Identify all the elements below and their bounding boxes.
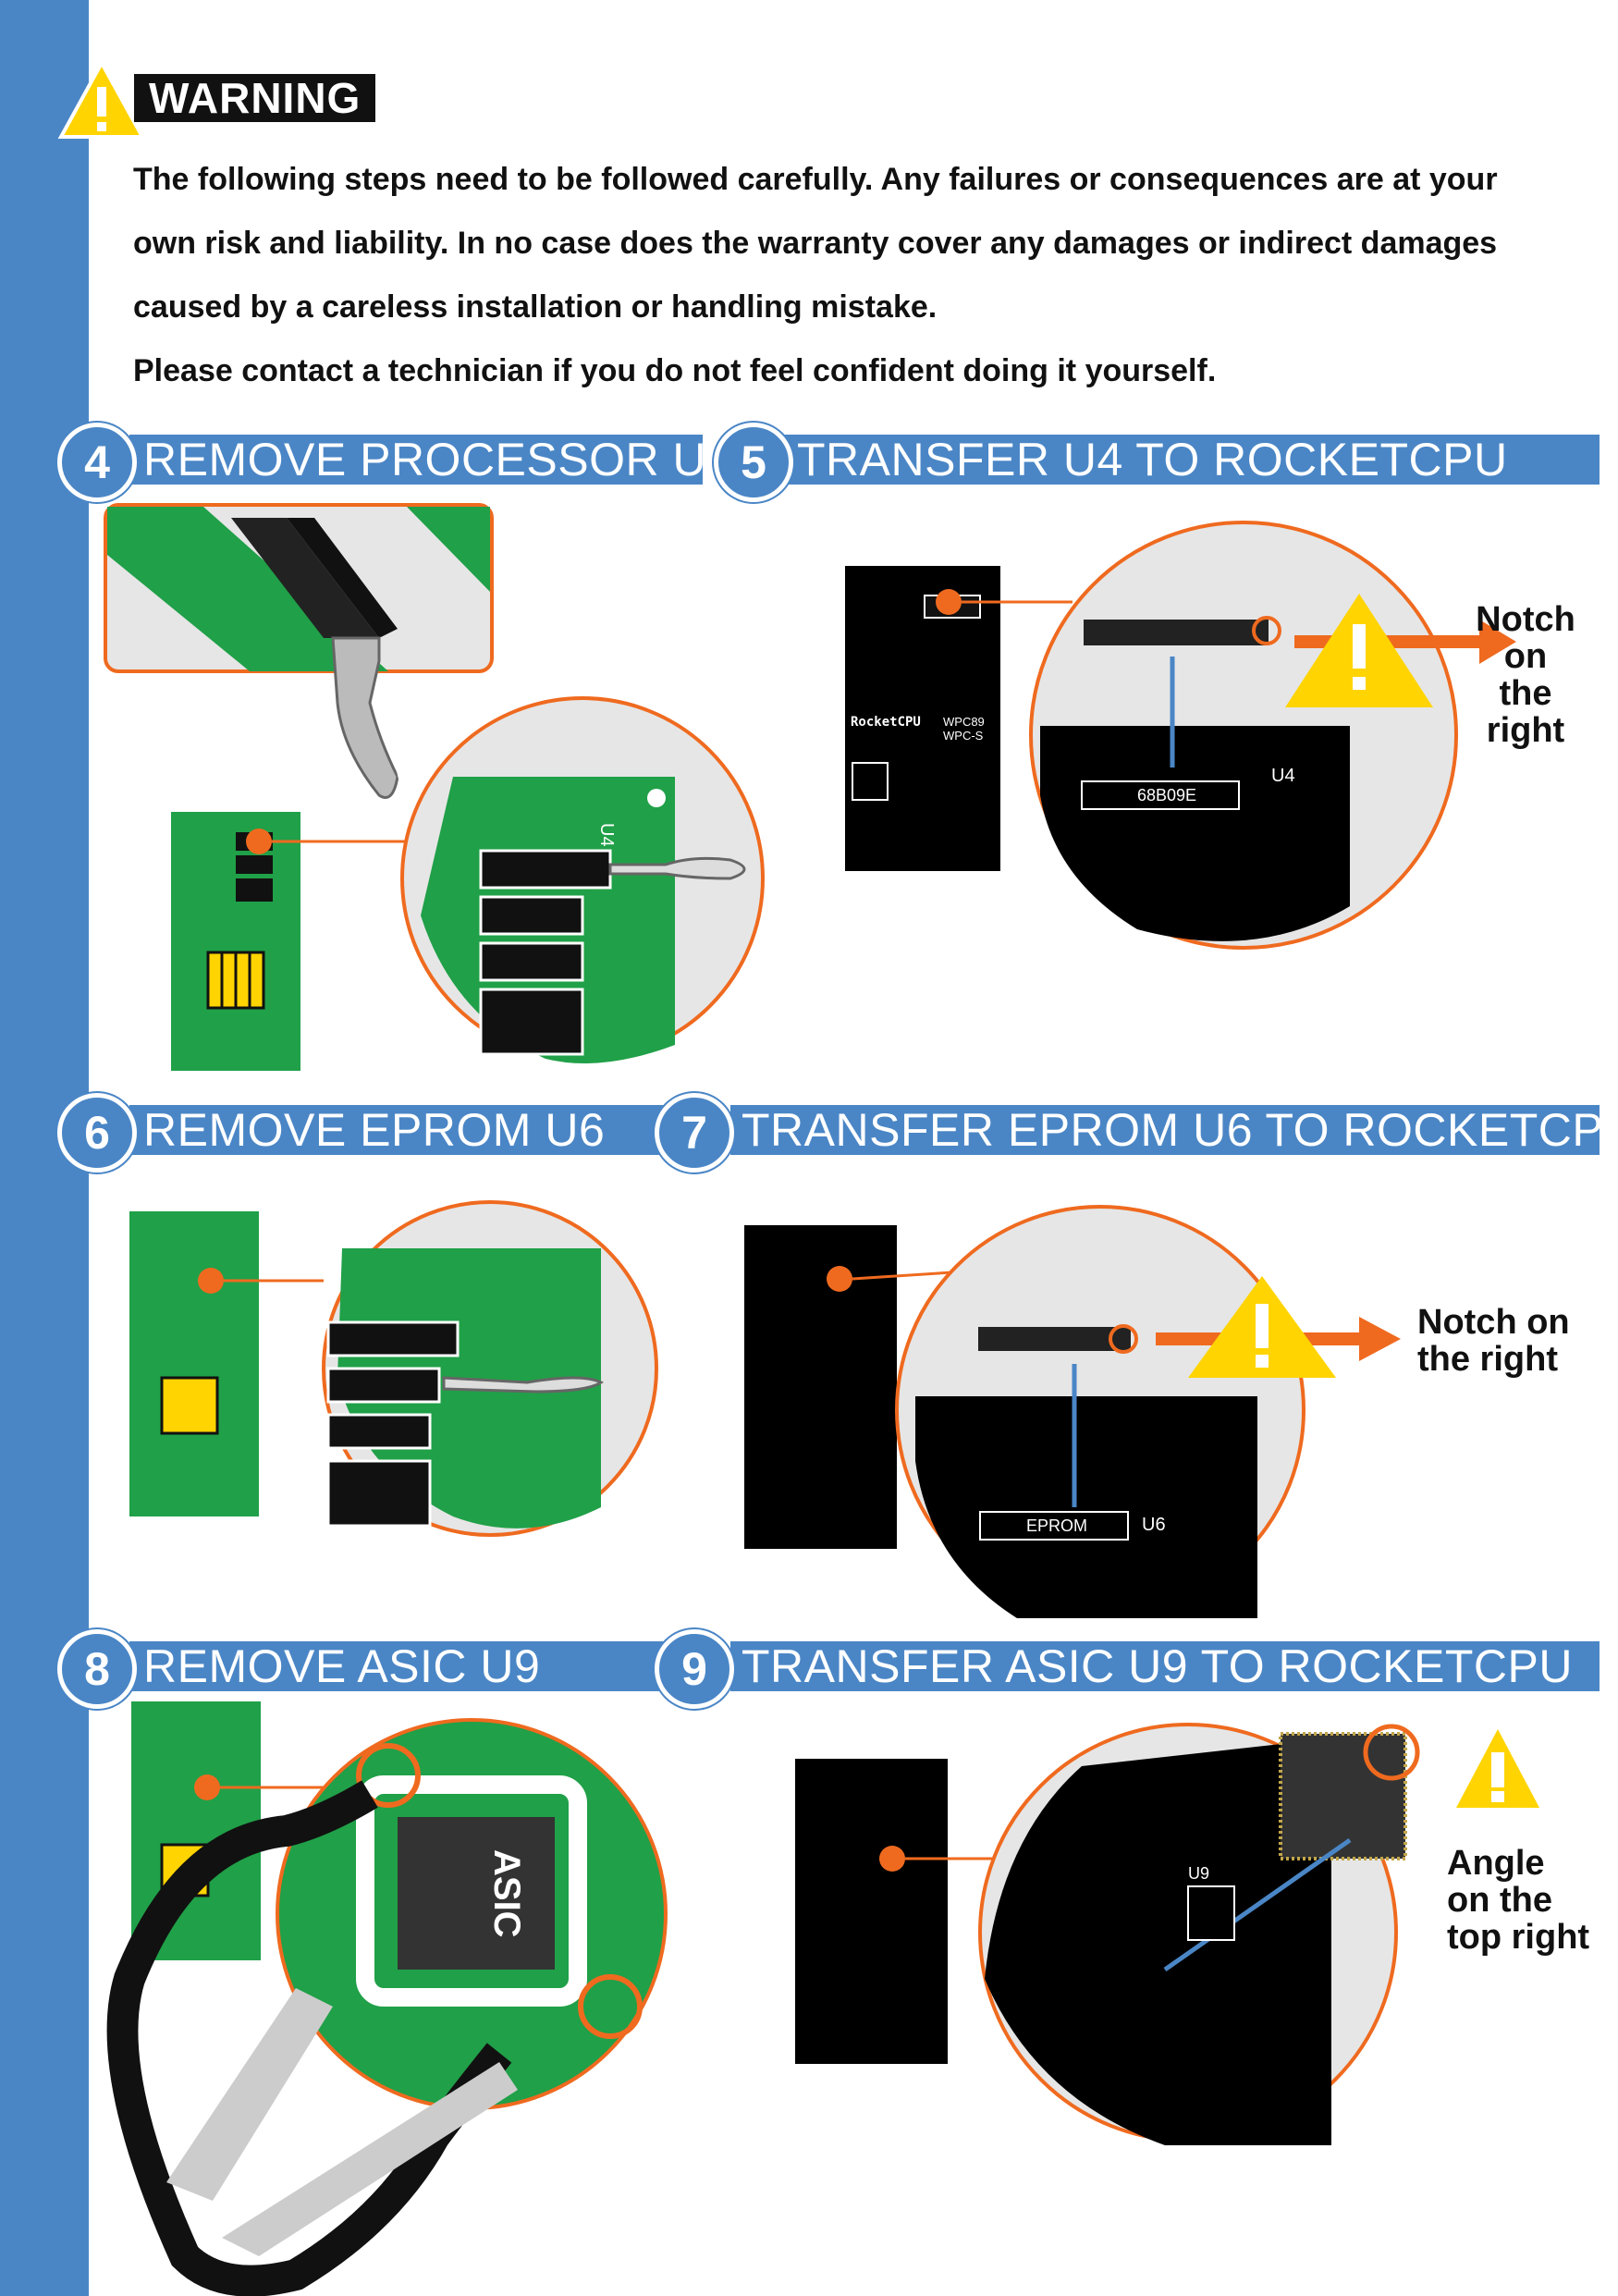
- step-4-bar: [129, 435, 703, 485]
- warning-label: WARNING: [134, 74, 376, 122]
- wpcs-label: WPC-S: [943, 729, 984, 743]
- rocketcpu-label: RocketCPU: [851, 715, 921, 730]
- step-7-note: Notch on the right: [1417, 1303, 1570, 1379]
- board-u4-label: U4: [596, 823, 617, 847]
- step-6-bar: [129, 1105, 666, 1155]
- step-8-illustration: ASIC: [106, 1701, 668, 2296]
- step-9-title: TRANSFER ASIC U9 TO ROCKETCPU: [742, 1640, 1573, 1692]
- board-u6-label: U6: [1142, 1515, 1166, 1535]
- step-7-number: 7: [655, 1093, 734, 1173]
- step-4-number: 4: [57, 423, 137, 502]
- step-9-bar: [730, 1641, 1600, 1691]
- step-7-bar: [730, 1105, 1600, 1155]
- step-6-number: 6: [57, 1093, 137, 1173]
- step-5-bar: [777, 435, 1600, 485]
- asic-chip-label: ASIC: [486, 1849, 527, 1938]
- board-u4-label-2: U4: [1271, 766, 1295, 786]
- warning-text: The following steps need to be followed …: [133, 148, 1557, 403]
- step-8-title: REMOVE ASIC U9: [143, 1640, 541, 1692]
- step-5-note: Notch on the right: [1476, 600, 1575, 750]
- step-8-number: 8: [57, 1629, 137, 1709]
- warning-triangle-icon: [57, 58, 146, 139]
- warning-line: caused by a careless installation or han…: [133, 289, 938, 325]
- step-4-title: REMOVE PROCESSOR U4: [143, 434, 733, 485]
- step-5-illustration: RocketCPU WPC89 WPC-S 68B09E U4: [845, 521, 1516, 950]
- step-8-bar: [129, 1641, 666, 1691]
- chip-u6-label: EPROM: [1026, 1516, 1087, 1535]
- step-9-number: 9: [655, 1629, 734, 1709]
- step-5-number: 5: [714, 423, 793, 502]
- step-4-illustration: U4: [104, 503, 765, 1071]
- warning-line: Please contact a technician if you do no…: [133, 353, 1217, 388]
- step-7-title: TRANSFER EPROM U6 TO ROCKETCPU: [742, 1104, 1618, 1156]
- warning-line: own risk and liability. In no case does …: [133, 226, 1498, 261]
- step-6-title: REMOVE EPROM U6: [143, 1104, 606, 1156]
- warning-line: The following steps need to be followed …: [133, 162, 1498, 197]
- step-6-illustration: [129, 1200, 658, 1537]
- step-7-illustration: EPROM U6: [744, 1205, 1401, 1618]
- step-9-note: Angle on the top right: [1447, 1844, 1590, 1957]
- board-u9-label: U9: [1188, 1864, 1209, 1883]
- step-9-illustration: U9: [795, 1723, 1539, 2145]
- step-5-title: TRANSFER U4 TO ROCKETCPU: [797, 434, 1508, 485]
- wpc89-label: WPC89: [943, 715, 985, 729]
- chip-u4-label: 68B09E: [1137, 786, 1196, 804]
